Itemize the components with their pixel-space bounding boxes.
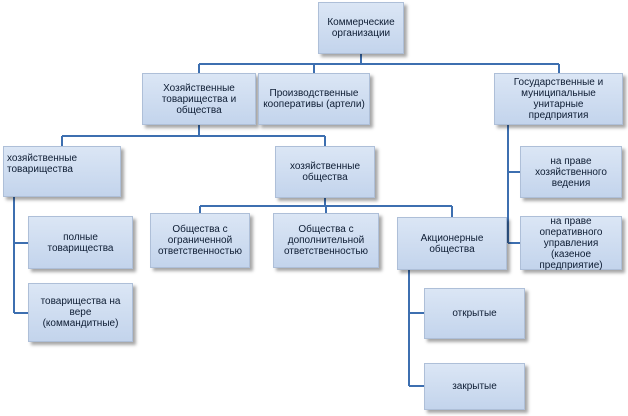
node-closed: закрытые [424,363,525,410]
node-commercial-organizations: Коммерческие организации [318,2,404,54]
node-joint-stock: Акционерные общества [397,217,507,270]
node-llc: Общества с ограниченной ответственностью [150,213,250,268]
node-alc: Общества с дополнительной ответственност… [273,213,379,268]
node-operational-management: на праве оперативного управления (казено… [520,216,622,271]
node-partnerships-and-societies: Хозяйственные товарищества и общества [142,73,256,125]
node-full-partnerships: полные товарищества [28,216,133,269]
node-economic-management: на праве хозяйственного ведения [520,146,622,198]
node-societies: хозяйственные общества [275,146,375,198]
node-partnerships: хозяйственные товарищества [3,146,121,197]
node-limited-partnerships: товарищества на вере (коммандитные) [28,283,133,342]
node-cooperatives: Производственные кооперативы (артели) [258,73,370,125]
node-unitary-enterprises: Государственные и муниципальные унитарны… [494,73,623,125]
node-open: открытые [424,288,525,339]
